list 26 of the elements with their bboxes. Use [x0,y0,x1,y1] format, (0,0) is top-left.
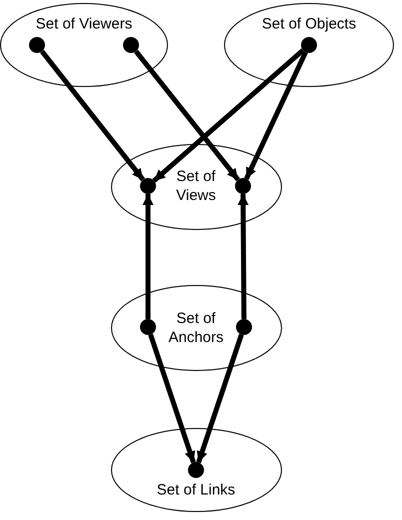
arrow [148,334,196,464]
ellipse-node [111,428,282,512]
ellipse-node [0,3,168,87]
point-node [188,462,204,478]
arrow [238,194,249,320]
node-label: Set of Objects [262,14,356,34]
point-node [140,178,156,194]
point-node [235,178,251,194]
point-node [236,319,252,335]
arrow [152,48,305,183]
point-node [140,319,156,335]
arrow [40,50,146,182]
node-label: Set of Anchors [167,309,225,347]
arrow [142,194,154,319]
ellipse-node [111,144,282,230]
point-node [301,37,317,53]
ellipse-node [111,285,282,371]
arrow [196,334,244,464]
ellipse-node [224,3,394,87]
node-label: Set of Viewers [36,14,132,34]
arrow [134,50,240,182]
point-node [29,37,45,53]
point-node [123,37,139,53]
node-label: Set of Views [175,167,217,205]
arrow [244,51,308,180]
node-label: Set of Links [156,480,236,500]
